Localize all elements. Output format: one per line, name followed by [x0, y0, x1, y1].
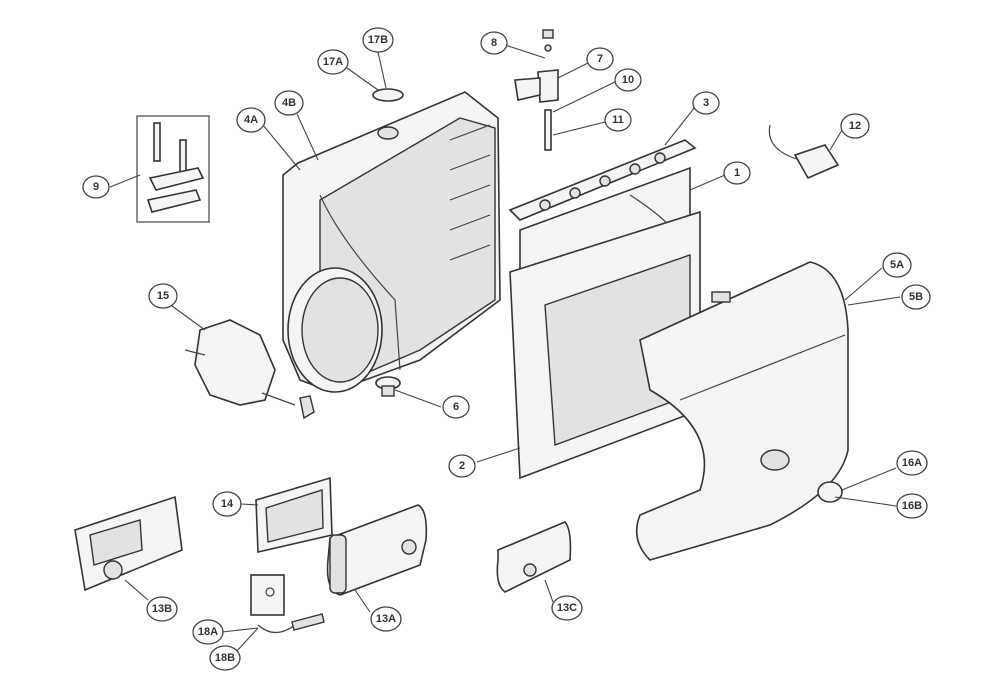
callout-18b: 18B — [209, 645, 241, 671]
callout-5a: 5A — [882, 252, 912, 278]
callout-label: 15 — [157, 290, 169, 302]
callout-3: 3 — [692, 91, 720, 115]
callout-13a: 13A — [370, 606, 402, 632]
callout-label: 13C — [557, 602, 577, 614]
callout-label: 8 — [491, 37, 497, 49]
callout-14: 14 — [212, 491, 242, 517]
callout-label: 16B — [902, 500, 922, 512]
callout-18a: 18A — [192, 619, 224, 645]
callout-9: 9 — [82, 175, 110, 199]
part-6-drain-fitting — [375, 376, 401, 397]
callout-13c: 13C — [551, 595, 583, 621]
callout-17b: 17B — [362, 27, 394, 53]
part-3-distribution-tray — [508, 139, 697, 221]
callout-label: 7 — [597, 53, 603, 65]
callout-label: 4B — [282, 97, 296, 109]
callout-label: 17A — [323, 56, 343, 68]
callout-6: 6 — [442, 395, 470, 419]
callout-label: 11 — [612, 114, 624, 126]
callout-2: 2 — [448, 454, 476, 478]
callout-label: 4A — [244, 114, 258, 126]
part-13a-control — [326, 504, 428, 596]
callout-label: 1 — [734, 167, 740, 179]
part-16-plug — [817, 481, 843, 503]
callout-13b: 13B — [146, 596, 178, 622]
callout-label: 9 — [93, 181, 99, 193]
callout-7: 7 — [586, 47, 614, 71]
callout-label: 5B — [909, 291, 923, 303]
callout-5b: 5B — [901, 284, 931, 310]
callout-label: 13B — [152, 603, 172, 615]
part-4-housing — [282, 91, 501, 393]
callout-1: 1 — [723, 161, 751, 185]
callout-label: 2 — [459, 460, 465, 472]
callout-label: 5A — [890, 259, 904, 271]
callout-17a: 17A — [317, 49, 349, 75]
part-9-screw-bracket-kit — [136, 115, 210, 223]
part-15-damper — [184, 319, 315, 420]
callout-label: 14 — [221, 498, 234, 510]
callout-16a: 16A — [896, 450, 928, 476]
part-18-sensor — [250, 574, 325, 634]
callout-15: 15 — [148, 283, 178, 309]
callout-11: 11 — [604, 108, 632, 132]
callout-label: 16A — [902, 457, 922, 469]
callout-4b: 4B — [274, 90, 304, 116]
part-12-solenoid — [768, 124, 840, 180]
part-13b-humidistat — [74, 495, 183, 592]
callout-label: 17B — [368, 34, 388, 46]
part-13c-control — [496, 521, 572, 593]
part-14-gasket — [255, 476, 333, 553]
part-5-cover — [635, 261, 849, 561]
callout-label: 10 — [622, 74, 634, 86]
callout-label: 18B — [215, 652, 235, 664]
callout-16b: 16B — [896, 493, 928, 519]
callout-12: 12 — [840, 113, 870, 139]
part-7-saddle-valve — [514, 29, 559, 151]
callout-8: 8 — [480, 31, 508, 55]
callout-label: 3 — [703, 97, 709, 109]
part-17-plug — [372, 88, 404, 102]
callout-4a: 4A — [236, 107, 266, 133]
callout-label: 18A — [198, 626, 218, 638]
leader-lines — [109, 44, 901, 653]
part-2-frame — [509, 210, 701, 480]
callout-label: 12 — [849, 120, 861, 132]
callout-label: 13A — [376, 613, 396, 625]
callout-10: 10 — [614, 68, 642, 92]
callout-label: 6 — [453, 401, 459, 413]
